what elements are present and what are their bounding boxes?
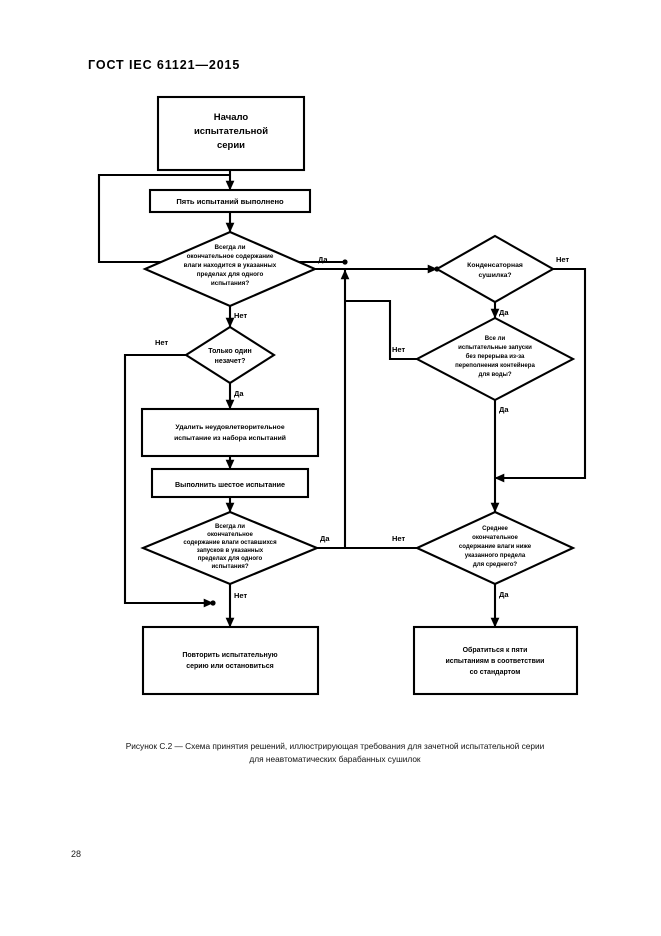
moisture-line-5: испытания? <box>211 280 249 287</box>
refer-line-2: испытаниям в соответствии <box>446 658 545 665</box>
average-line-4: указанного предела <box>465 552 526 559</box>
edge-label-moisture-yes: Да <box>318 255 328 264</box>
condenser-line-2: сушилка? <box>478 272 511 279</box>
edge-label-condenser-no: Нет <box>556 255 569 264</box>
node-decision-no-interrupt-shape <box>414 316 576 402</box>
average-line-5: для среднего? <box>473 561 518 568</box>
remove-line-1: Удалить неудовлетворительное <box>175 424 284 431</box>
sixth-test-label: Выполнить шестое испытание <box>175 480 285 489</box>
node-sixth-test: Выполнить шестое испытание <box>150 467 310 499</box>
edge-label-nointerrupt-yes: Да <box>499 405 509 414</box>
edge-onefail-no-to-repeat <box>123 353 214 608</box>
node-start-shape <box>156 95 306 172</box>
edge-label-remaining-yes: Да <box>320 534 330 543</box>
node-start-line-2: испытательной <box>194 126 268 137</box>
nointerrupt-line-3: без перерыва из-за <box>466 353 525 360</box>
repeat-line-1: Повторить испытательную <box>182 652 277 659</box>
edge-label-onefail-no: Нет <box>155 338 168 347</box>
node-five-tests-done: Пять испытаний выполнено <box>148 188 312 214</box>
remaining-line-1: Всегда ли <box>215 523 245 530</box>
edge-condenser-no-to-average <box>494 267 587 483</box>
nointerrupt-line-2: испытательные запуски <box>458 344 532 351</box>
node-decision-condenser-shape <box>434 234 556 304</box>
node-decision-no-interrupt: Все ли испытательные запуски без перерыв… <box>414 316 576 402</box>
remaining-line-5: пределах для одного <box>198 555 263 562</box>
edge-label-moisture-no: Нет <box>234 311 247 320</box>
remove-line-2: испытание из набора испытаний <box>174 434 286 442</box>
node-refer-five-tests: Обратиться к пяти испытаниям в соответст… <box>412 625 579 696</box>
remaining-line-4: запусков в указанных <box>197 547 264 554</box>
edge-nointerrupt-no-to-return <box>345 299 437 361</box>
repeat-line-2: серию или остановиться <box>186 663 274 670</box>
node-start-line-1: Начало <box>214 112 249 123</box>
average-line-3: содержание влаги ниже <box>459 543 532 550</box>
remaining-line-6: испытания? <box>211 563 248 570</box>
remaining-line-2: окончательное <box>207 531 253 538</box>
onefail-line-1: Только один <box>208 348 251 355</box>
node-decision-average-shape <box>414 510 576 586</box>
node-decision-remaining-runs: Всегда ли окончательное содержание влаги… <box>140 510 320 586</box>
node-decision-one-fail: Только один незачет? <box>184 325 276 385</box>
junction-dot-return-trunk <box>342 259 348 265</box>
node-remove-test: Удалить неудовлетворительное испытание и… <box>140 407 320 458</box>
moisture-line-4: пределах для одного <box>197 271 264 278</box>
moisture-line-3: влаги находится в указанных <box>184 262 277 269</box>
moisture-line-2: окончательное содержание <box>187 253 274 260</box>
edge-label-average-no: Нет <box>392 534 405 543</box>
page-header: ГОСТ IEC 61121—2015 <box>88 58 241 72</box>
node-repeat-or-stop: Повторить испытательную серию или остано… <box>141 625 320 696</box>
figure-caption-line-1: Рисунок С.2 — Схема принятия решений, ил… <box>125 741 545 751</box>
average-line-2: окончательное <box>472 534 518 541</box>
edge-label-remaining-no: Нет <box>234 591 247 600</box>
node-refer-five-tests-shape <box>412 625 579 696</box>
nointerrupt-line-4: переполнения контейнера <box>455 362 535 369</box>
nointerrupt-line-1: Все ли <box>485 335 506 342</box>
edge-label-nointerrupt-no: Нет <box>392 345 405 354</box>
figure-caption-line-2: для неавтоматических барабанных сушилок <box>249 754 421 764</box>
node-five-tests-shape <box>148 188 312 214</box>
page-number: 28 <box>71 849 82 859</box>
node-decision-moisture-shape <box>142 230 318 308</box>
node-five-tests-label: Пять испытаний выполнено <box>176 197 284 206</box>
moisture-line-1: Всегда ли <box>214 244 245 251</box>
node-start: Начало испытательной серии <box>156 95 306 172</box>
edge-label-average-yes: Да <box>499 590 509 599</box>
junction-dot-repeat-in <box>210 600 216 606</box>
node-decision-condenser: Конденсаторная сушилка? <box>434 234 556 304</box>
average-line-1: Среднее <box>482 525 508 532</box>
node-repeat-or-stop-shape <box>141 625 320 696</box>
refer-line-1: Обратиться к пяти <box>463 646 528 654</box>
remaining-line-3: содержание влаги оставшихся <box>183 539 277 546</box>
connector-layer <box>97 170 587 628</box>
onefail-line-2: незачет? <box>215 358 246 365</box>
edge-label-condenser-yes: Да <box>499 308 509 317</box>
node-decision-remaining-shape <box>140 510 320 586</box>
refer-line-3: со стандартом <box>470 669 521 676</box>
edge-label-layer: Да Нет Нет Да Да Нет Да Нет Да Нет Да Не… <box>155 255 569 600</box>
nointerrupt-line-5: для воды? <box>478 371 511 378</box>
node-start-line-3: серии <box>217 140 245 151</box>
edge-remaining-yes-to-condenser <box>317 301 347 550</box>
decision-flowchart: Начало испытательной серии Пять испытани… <box>97 95 587 696</box>
node-sixth-test-shape <box>150 467 310 499</box>
condenser-line-1: Конденсаторная <box>467 262 523 269</box>
node-decision-moisture-single: Всегда ли окончательное содержание влаги… <box>142 230 318 308</box>
node-remove-test-shape <box>140 407 320 458</box>
node-decision-one-fail-shape <box>184 325 276 385</box>
edge-label-onefail-yes: Да <box>234 389 244 398</box>
figure-caption: Рисунок С.2 — Схема принятия решений, ил… <box>70 740 600 766</box>
node-decision-average-moisture: Среднее окончательное содержание влаги н… <box>414 510 576 586</box>
